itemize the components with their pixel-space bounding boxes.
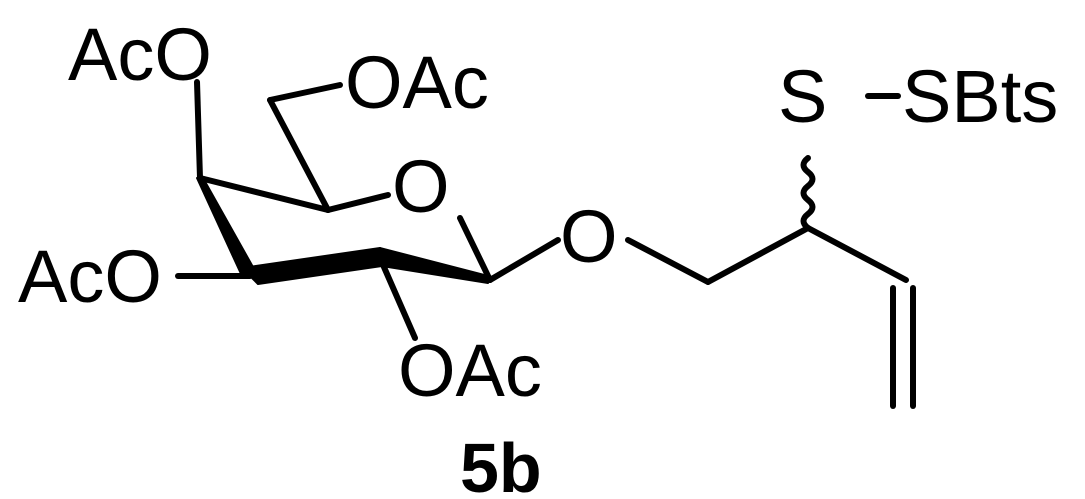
- label-acetoxy-c2: OAc: [398, 329, 542, 412]
- bold-bond-c2-c1: [379, 247, 493, 284]
- bond-c4-c5: [197, 175, 331, 213]
- bond-ring-o-c1: [457, 215, 493, 283]
- bond-ch-s-wavy: [800, 155, 816, 231]
- label-glycosidic-oxygen: O: [560, 195, 618, 278]
- bond-ch2-ch: [705, 225, 811, 285]
- bold-bond-c3-c2: [241, 247, 383, 285]
- bond-layer: [175, 79, 916, 409]
- label-sbts-group: SBts: [902, 55, 1058, 138]
- label-disulfide-sulfur: S: [778, 55, 827, 138]
- bond-c1-o1: [487, 237, 561, 283]
- bond-c5-ring-o: [325, 192, 391, 213]
- bold-bond-layer: [196, 177, 493, 285]
- label-acetoxy-c3: AcO: [18, 235, 162, 318]
- bond-c6-o6: [267, 82, 343, 103]
- bond-c5-c6: [267, 97, 331, 213]
- label-ring-oxygen: O: [392, 145, 450, 228]
- label-acetoxy-c4: AcO: [68, 13, 212, 96]
- bond-c4-o4: [194, 79, 203, 181]
- compound-label: 5b: [460, 429, 542, 499]
- bond-c2-o2: [377, 255, 418, 341]
- bond-o1-ch2: [625, 237, 711, 285]
- atom-label-layer: AcO OAc O AcO OAc O S SBts: [18, 13, 1058, 412]
- bond-ch-vinyl: [805, 225, 909, 283]
- label-acetoxy-c6: OAc: [345, 41, 489, 124]
